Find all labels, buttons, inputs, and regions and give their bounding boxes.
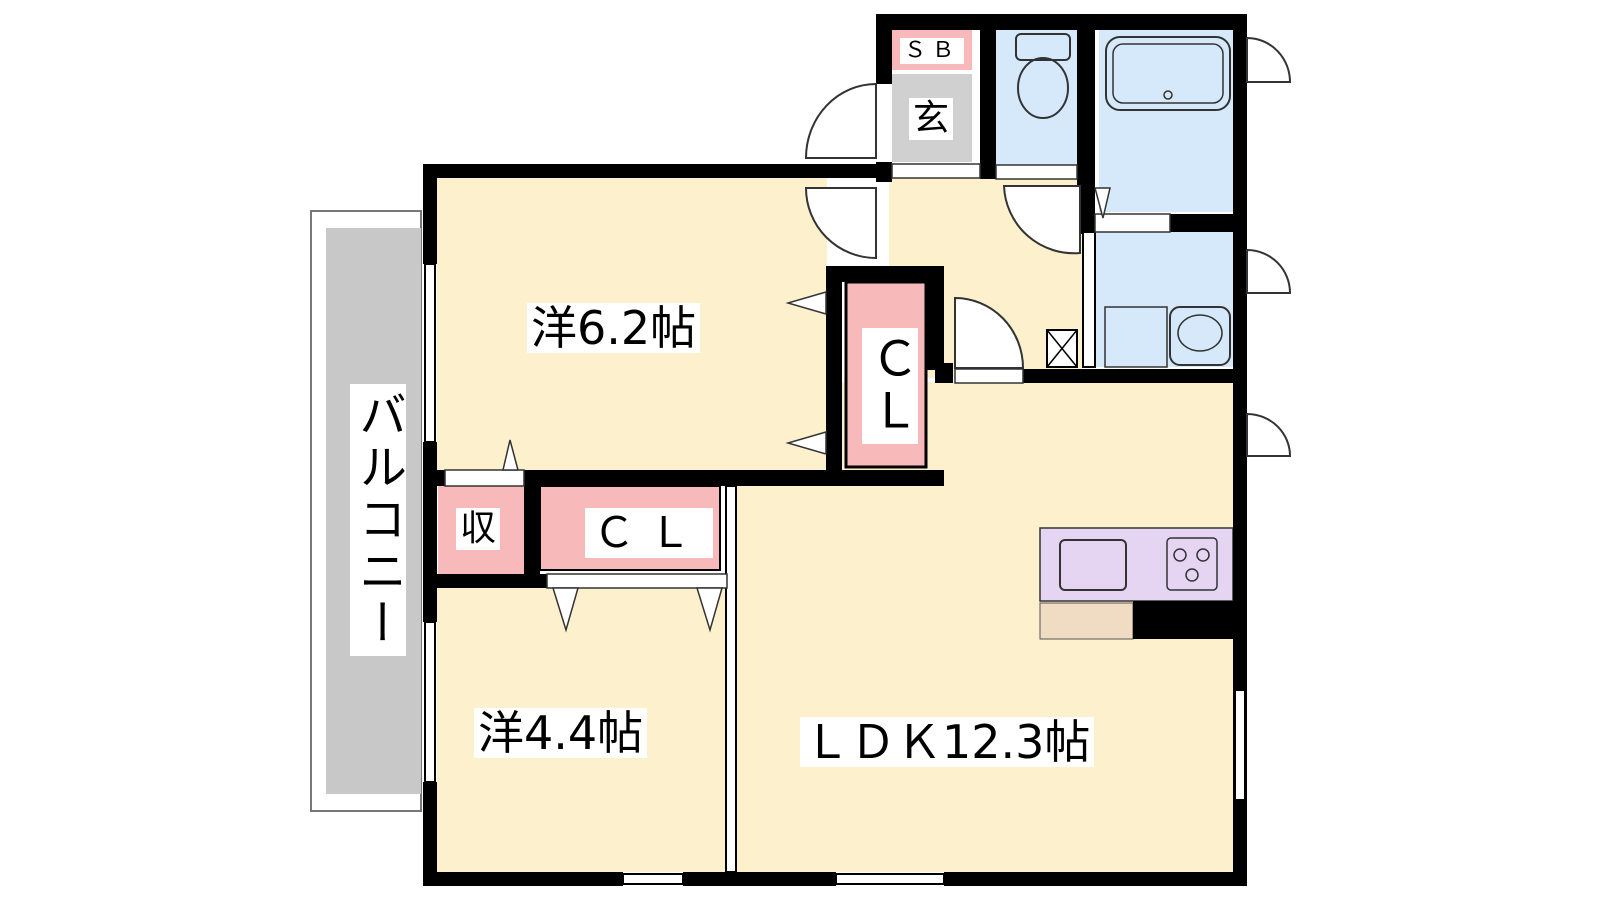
pipe-shaft-cross [1046, 329, 1078, 368]
wash-basin [1169, 306, 1231, 366]
bathtub-inner [1112, 43, 1224, 104]
entrance-label: 玄 [909, 98, 954, 140]
washing-machine [1104, 306, 1168, 368]
room-label-western-2: 洋4.4帖 [474, 708, 648, 758]
bathtub [1105, 36, 1231, 111]
room-label-western-1: 洋6.2帖 [527, 303, 701, 353]
toilet-room [995, 30, 1077, 165]
doors [804, 36, 1292, 457]
door-frames [444, 163, 1171, 589]
storage-label: 収 [456, 508, 501, 550]
washroom [1095, 232, 1233, 367]
kitchen-sink [1059, 539, 1127, 591]
closet-door-marks [502, 187, 1111, 633]
walls [423, 14, 1247, 886]
wash-basin-bowl [1177, 314, 1223, 352]
closet-1-label: ＣＬ [862, 328, 918, 444]
bathroom [1099, 30, 1233, 212]
closet-2-label: ＣＬ [585, 508, 714, 558]
balcony-label: バルコニー [350, 384, 406, 656]
shoe-box-label: ＳＢ [900, 38, 965, 64]
burner-3 [1185, 568, 1199, 582]
fridge-space [1039, 602, 1134, 640]
bath-drain [1163, 90, 1173, 100]
toilet-tank [1015, 33, 1071, 61]
burner-2 [1196, 548, 1210, 562]
burner-1 [1173, 548, 1187, 562]
stove [1166, 537, 1218, 591]
room-label-ldk: ＬＤＫ12.3帖 [800, 717, 1095, 767]
windows [424, 231, 1246, 885]
toilet-bowl [1017, 57, 1069, 119]
